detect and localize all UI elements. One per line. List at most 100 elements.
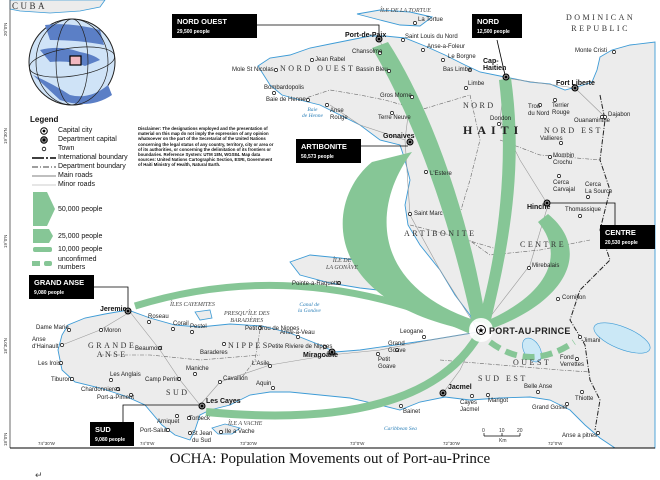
place-label-gros-morne: Gros Morne [380, 93, 412, 99]
place-label-leogane: Leogane [400, 329, 424, 335]
place-label-beaumont: Beaumont [135, 346, 163, 352]
place-label-thiotte: Thiotte [575, 396, 594, 402]
legend-dept-boundary: Department boundary [30, 162, 135, 171]
place-label-jeremie: Jeremie [100, 306, 127, 313]
cuba-land [9, 0, 106, 14]
town-marker-maniche [193, 372, 197, 376]
callout-value: 9,080 people [34, 290, 65, 296]
town-marker-port-salut [166, 428, 170, 432]
town-marker-cerca-la-source [586, 195, 590, 199]
island-cayemites: ÎLES CAYEMITES [170, 302, 215, 308]
town-marker-anse-a-pitres [596, 431, 600, 435]
callout-sud: SUD 9,080 people [90, 422, 134, 446]
department-capital-marker-cap-haitien [502, 73, 510, 81]
town-marker-anse-d-hainault [60, 343, 64, 347]
town-marker-port-a-piment [129, 393, 133, 397]
place-label-cerca-la-source: Cerca La Source [585, 182, 613, 195]
place-label-anse-a-veau: Anse-a-Veau [280, 330, 315, 336]
town-marker-chansolme [378, 51, 382, 55]
town-marker-dondon [497, 122, 501, 126]
place-label-camp-perrin: Camp Perrin [145, 377, 179, 383]
town-marker-petite-riviere-de-nippes [323, 345, 327, 349]
legend-label: 10,000 people [58, 246, 103, 253]
town-marker-l-asile [268, 364, 272, 368]
place-label-anse-a-pitres: Anse a pitres [562, 433, 598, 439]
island-gonave: ÎLE DE LA GONÂVE [326, 258, 359, 271]
flow-25000-icon [30, 229, 58, 243]
place-label-cayes-jacmel: Cayes Jacmel [460, 400, 480, 413]
town-marker-trou-du-nord [538, 103, 542, 107]
callout-title: ARTIBONITE [301, 142, 347, 151]
minor-road-icon [30, 183, 58, 187]
town-marker-jimani [578, 335, 582, 339]
callout-nord: NORD 12,500 people [472, 14, 522, 38]
town-marker-petit-goave [376, 352, 380, 356]
population-flows [133, 42, 576, 420]
paragraph-mark: ↵ [35, 470, 43, 480]
place-label-dondon: Dondon [490, 116, 512, 122]
lon-tick: 74°30'W [38, 441, 55, 446]
callout-value: 9,080 people [95, 437, 126, 443]
lon-tick: 73°0'W [350, 441, 365, 446]
flow-sud [205, 333, 482, 420]
department-capital-marker-fort-liberte [571, 84, 579, 92]
capital-city-marker: ★ [476, 325, 486, 335]
flow-centre [484, 214, 570, 330]
town-marker-le-borgne [441, 58, 445, 62]
place-label-fort-liberte: Fort Liberte [556, 80, 595, 87]
lat-tick: 18°0'N [3, 432, 8, 446]
region-grande-anse: GRANDE ANSE [88, 341, 137, 359]
place-label-grand-goave: Grand Goave [388, 341, 406, 354]
town-marker-saint-marc [408, 212, 412, 216]
town-marker-bassin-bleu [387, 69, 391, 73]
legend-unconfirmed: unconfirmed numbers [30, 256, 135, 272]
place-label-thomassique: Thomassique [565, 207, 602, 213]
town-marker-pestel [190, 330, 194, 334]
town-marker-tiburon [70, 377, 74, 381]
town-marker-roseau [147, 320, 151, 324]
legend-intl-boundary: International boundary [30, 153, 135, 162]
flow-grand-anse [133, 281, 472, 334]
place-label-jimani: Jimani [583, 338, 601, 344]
legend-label: 25,000 people [58, 232, 103, 240]
department-capital-marker-mirago-ne [328, 348, 336, 356]
place-label-fond-verrettes: Fond Verrettes [560, 355, 585, 368]
lat-tick: 20°0'N [3, 22, 8, 36]
island-baraderes: PRESQU'ÎLE DES BARADÈRES [224, 311, 270, 324]
legend-label: International boundary [58, 154, 128, 161]
town-marker-jean-rabel [310, 58, 314, 62]
region-sud-est: SUD EST [478, 374, 528, 383]
town-marker-corail [171, 327, 175, 331]
town-icon [30, 146, 58, 152]
callout-artibonite: ARTIBONITE 50,573 people [296, 139, 361, 163]
region-artibonite: ARTIBONITE [404, 229, 477, 238]
place-label-baie-de-henne: Baie de Henne [266, 97, 306, 103]
flow-nord-ouest [372, 42, 486, 322]
scale-tick: 0 [482, 428, 485, 434]
region-nord: NORD [463, 101, 496, 110]
place-label-cap-haitien: Cap- Haitien [483, 58, 507, 72]
legend-capital: Capital city [30, 126, 135, 135]
town-marker-bainet [399, 404, 403, 408]
legend-label: unconfirmed numbers [58, 256, 97, 271]
town-marker-la-tortue [413, 21, 417, 25]
region-nippes: NIPPES [228, 341, 270, 350]
international-boundary-icon [30, 156, 58, 160]
figure-caption: OCHA: Population Movements out of Port-a… [169, 451, 491, 467]
place-label-mombin-crochu: Mombin Crochu [553, 153, 575, 166]
place-label-anse-a-foleur: Anse-a-Foleur [427, 44, 466, 50]
town-marker-bas-limbe [468, 68, 472, 72]
island-vache: ÎLE A VACHE [228, 421, 263, 427]
town-marker-mombin-crochu [548, 155, 552, 159]
island-tortue: ÎLE DE LA TORTUE [380, 8, 431, 14]
place-label-corail: Corail [173, 321, 189, 327]
water-baie-de-henne: Baie de Henne [302, 107, 323, 119]
place-label-bas-limbe: Bas Limbe [443, 67, 472, 73]
legend-label: Town [58, 145, 75, 152]
legend-label: Department boundary [58, 163, 126, 170]
place-label-anse-d-hainault: Anse d'Hainault [32, 337, 59, 350]
place-label-mirago-ne: Miragoâne [303, 352, 339, 359]
place-label-chansolme: Chansolme [352, 49, 383, 55]
place-label-pointe-a-raquette: Pointe-a-Raquette [292, 281, 341, 287]
